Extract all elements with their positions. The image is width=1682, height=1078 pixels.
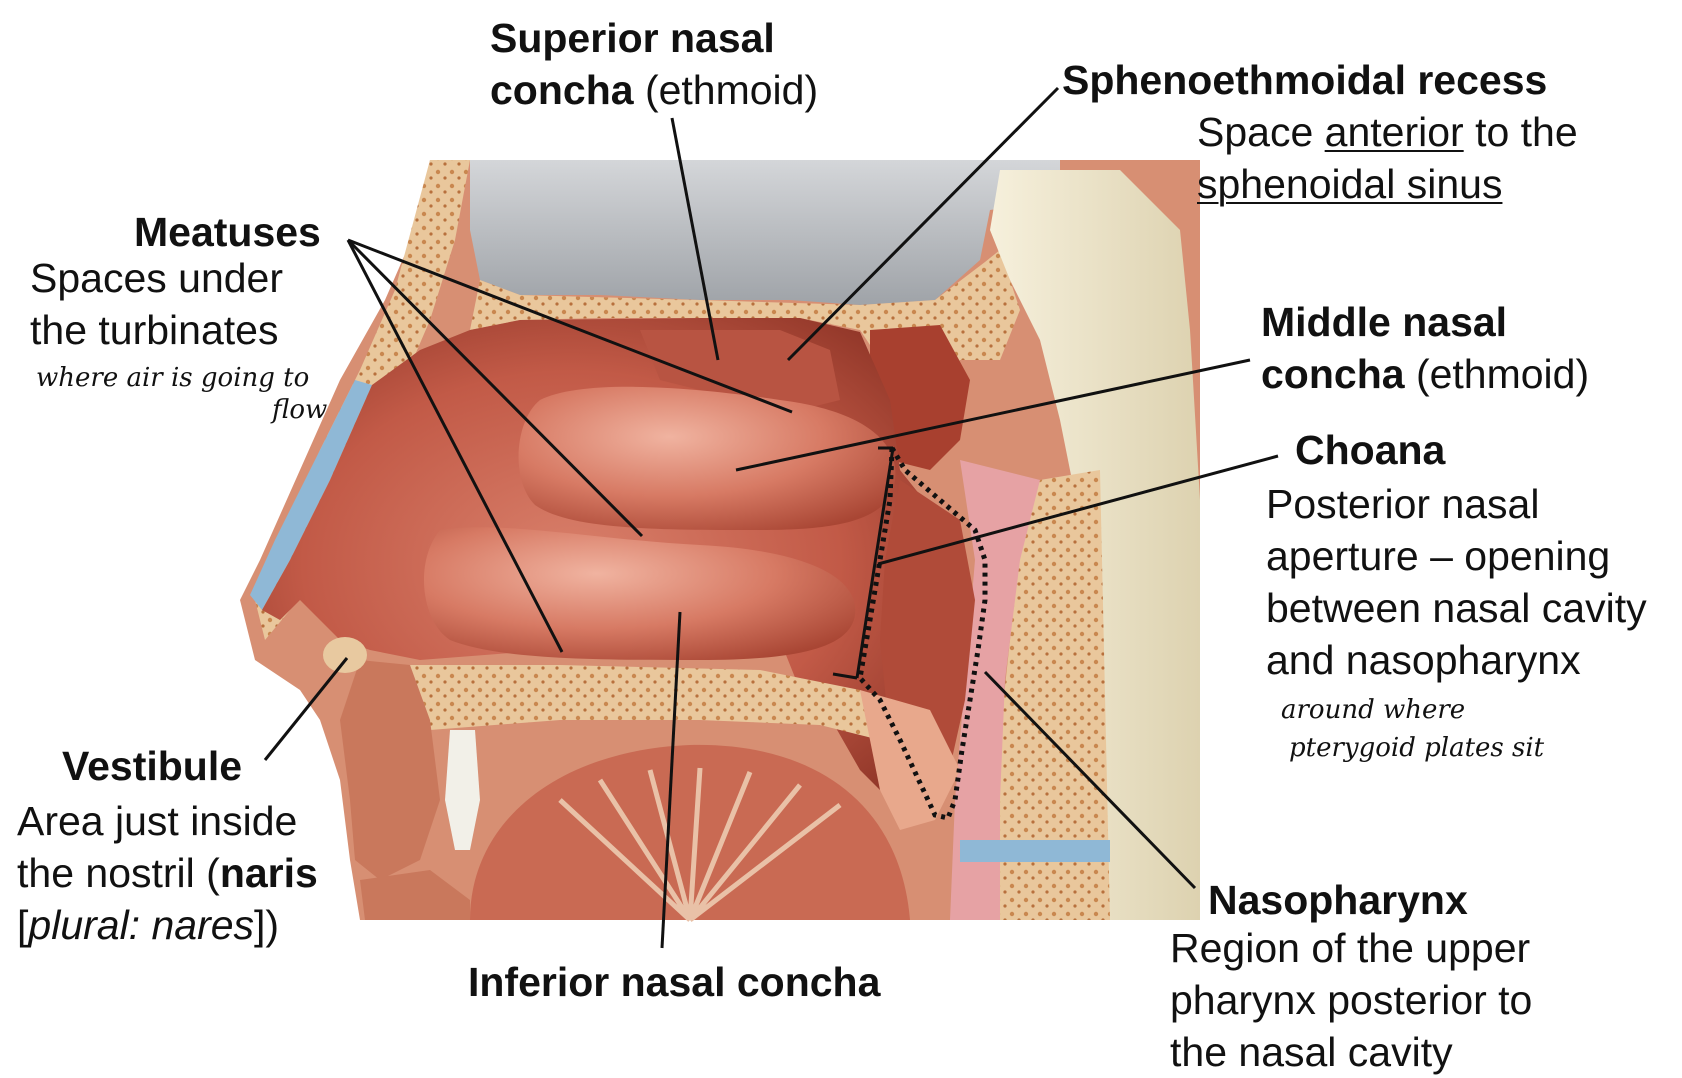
nasopharynx-desc2: pharynx posterior to bbox=[1170, 977, 1533, 1023]
meatuses-title: Meatuses bbox=[134, 209, 321, 255]
choana-desc: Posterior nasal aperture – opening betwe… bbox=[1266, 478, 1647, 686]
meatuses-handwritten-1: where air is going to bbox=[36, 363, 310, 393]
label-middle-nasal-concha: Middle nasal concha (ethmoid) bbox=[1261, 296, 1589, 400]
vestibule-desc1: Area just inside bbox=[17, 798, 298, 844]
choana-title: Choana bbox=[1295, 427, 1446, 473]
leader-superior bbox=[670, 117, 720, 361]
label-inferior-nasal-concha: Inferior nasal concha bbox=[468, 956, 880, 1008]
anatomy-background bbox=[240, 160, 1200, 922]
vestibule-desc: Area just inside the nostril (naris [plu… bbox=[17, 795, 318, 951]
leader-vestibule bbox=[263, 657, 349, 761]
lower-lip bbox=[360, 870, 470, 920]
label-vestibule: Vestibule bbox=[62, 740, 242, 792]
choana-bracket bbox=[832, 446, 895, 680]
leader-middle bbox=[735, 358, 1251, 472]
meatuses-desc1: Spaces under bbox=[30, 255, 284, 301]
soft-palate bbox=[860, 690, 960, 830]
leader-meatus-2 bbox=[346, 238, 644, 538]
meatuses-desc: Spaces under the turbinates bbox=[30, 252, 283, 356]
leader-meatus-1 bbox=[347, 238, 793, 414]
label-meatuses: Meatuses bbox=[134, 206, 321, 258]
tongue-fibers bbox=[558, 767, 842, 922]
hard-palate bbox=[370, 665, 900, 740]
choana-desc4: and nasopharynx bbox=[1266, 637, 1581, 683]
sphenoid-sinus bbox=[870, 325, 970, 470]
spheno-desc-a: Space bbox=[1197, 109, 1325, 155]
pharynx-blue-band bbox=[960, 840, 1110, 862]
vestibule-desc3c: ]) bbox=[254, 902, 280, 948]
superior-concha-shape bbox=[640, 330, 840, 410]
choana-desc1: Posterior nasal bbox=[1266, 481, 1540, 527]
nasopharynx-title: Nasopharynx bbox=[1208, 877, 1468, 923]
nostril bbox=[323, 637, 367, 673]
superior-title-line1: Superior nasal bbox=[490, 15, 775, 61]
sphenoethmoidal-desc: Space anterior to the sphenoidal sinus bbox=[1197, 106, 1578, 210]
label-superior-nasal-concha: Superior nasal concha (ethmoid) bbox=[490, 12, 818, 116]
leader-nasopharynx bbox=[983, 670, 1197, 890]
label-choana: Choana bbox=[1295, 424, 1445, 476]
sphenoethmoidal-title: Sphenoethmoidal recess bbox=[1062, 57, 1548, 103]
superior-note: (ethmoid) bbox=[644, 67, 819, 113]
middle-note: (ethmoid) bbox=[1415, 351, 1590, 397]
inferior-title: Inferior nasal concha bbox=[468, 959, 881, 1005]
spheno-desc-b: anterior bbox=[1324, 109, 1464, 155]
vestibule-desc2a: the nostril ( bbox=[17, 850, 220, 896]
inferior-concha-shape bbox=[423, 527, 856, 660]
middle-title-line2: concha bbox=[1261, 351, 1405, 397]
leader-inferior bbox=[660, 611, 682, 949]
middle-concha-shape bbox=[518, 386, 896, 530]
spheno-desc-c: to the bbox=[1463, 109, 1578, 155]
nasal-cartilage bbox=[250, 380, 372, 610]
leader-meatus-3 bbox=[346, 239, 564, 653]
vestibule-desc3a: [ bbox=[17, 902, 29, 948]
meatuses-handwritten-2: flow bbox=[272, 395, 328, 425]
choana-handwritten-2: pterygoid plates sit bbox=[1289, 733, 1545, 763]
pharyngeal-wall bbox=[950, 460, 1040, 920]
vertebral-bodies bbox=[995, 470, 1110, 920]
brain-tissue bbox=[470, 160, 1060, 305]
choana-desc2: aperture – opening bbox=[1266, 533, 1611, 579]
leader-lines bbox=[263, 86, 1279, 949]
choana-desc3: between nasal cavity bbox=[1266, 585, 1647, 631]
choana-handwritten-1: around where bbox=[1281, 695, 1466, 725]
nasopharynx-desc3: the nasal cavity bbox=[1170, 1029, 1453, 1075]
choana-dotted-outline bbox=[857, 439, 988, 821]
leader-choana bbox=[877, 454, 1279, 566]
nasopharynx-desc: Region of the upper pharynx posterior to… bbox=[1170, 922, 1532, 1078]
label-nasopharynx: Nasopharynx bbox=[1208, 874, 1468, 926]
vestibule-desc2b: naris bbox=[219, 850, 318, 896]
vestibule-title: Vestibule bbox=[62, 743, 243, 789]
label-sphenoethmoidal-recess: Sphenoethmoidal recess bbox=[1062, 54, 1547, 106]
spheno-desc-d: sphenoidal sinus bbox=[1197, 161, 1503, 207]
nasopharynx-desc1: Region of the upper bbox=[1170, 925, 1531, 971]
vestibule-desc3b: plural: nares bbox=[28, 902, 255, 948]
leader-sphenoethmoidal bbox=[786, 86, 1060, 362]
middle-title-line1: Middle nasal bbox=[1261, 299, 1508, 345]
superior-title-line2: concha bbox=[490, 67, 634, 113]
meatuses-desc2: the turbinates bbox=[30, 307, 279, 353]
tooth bbox=[445, 730, 480, 850]
upper-lip bbox=[340, 660, 440, 880]
